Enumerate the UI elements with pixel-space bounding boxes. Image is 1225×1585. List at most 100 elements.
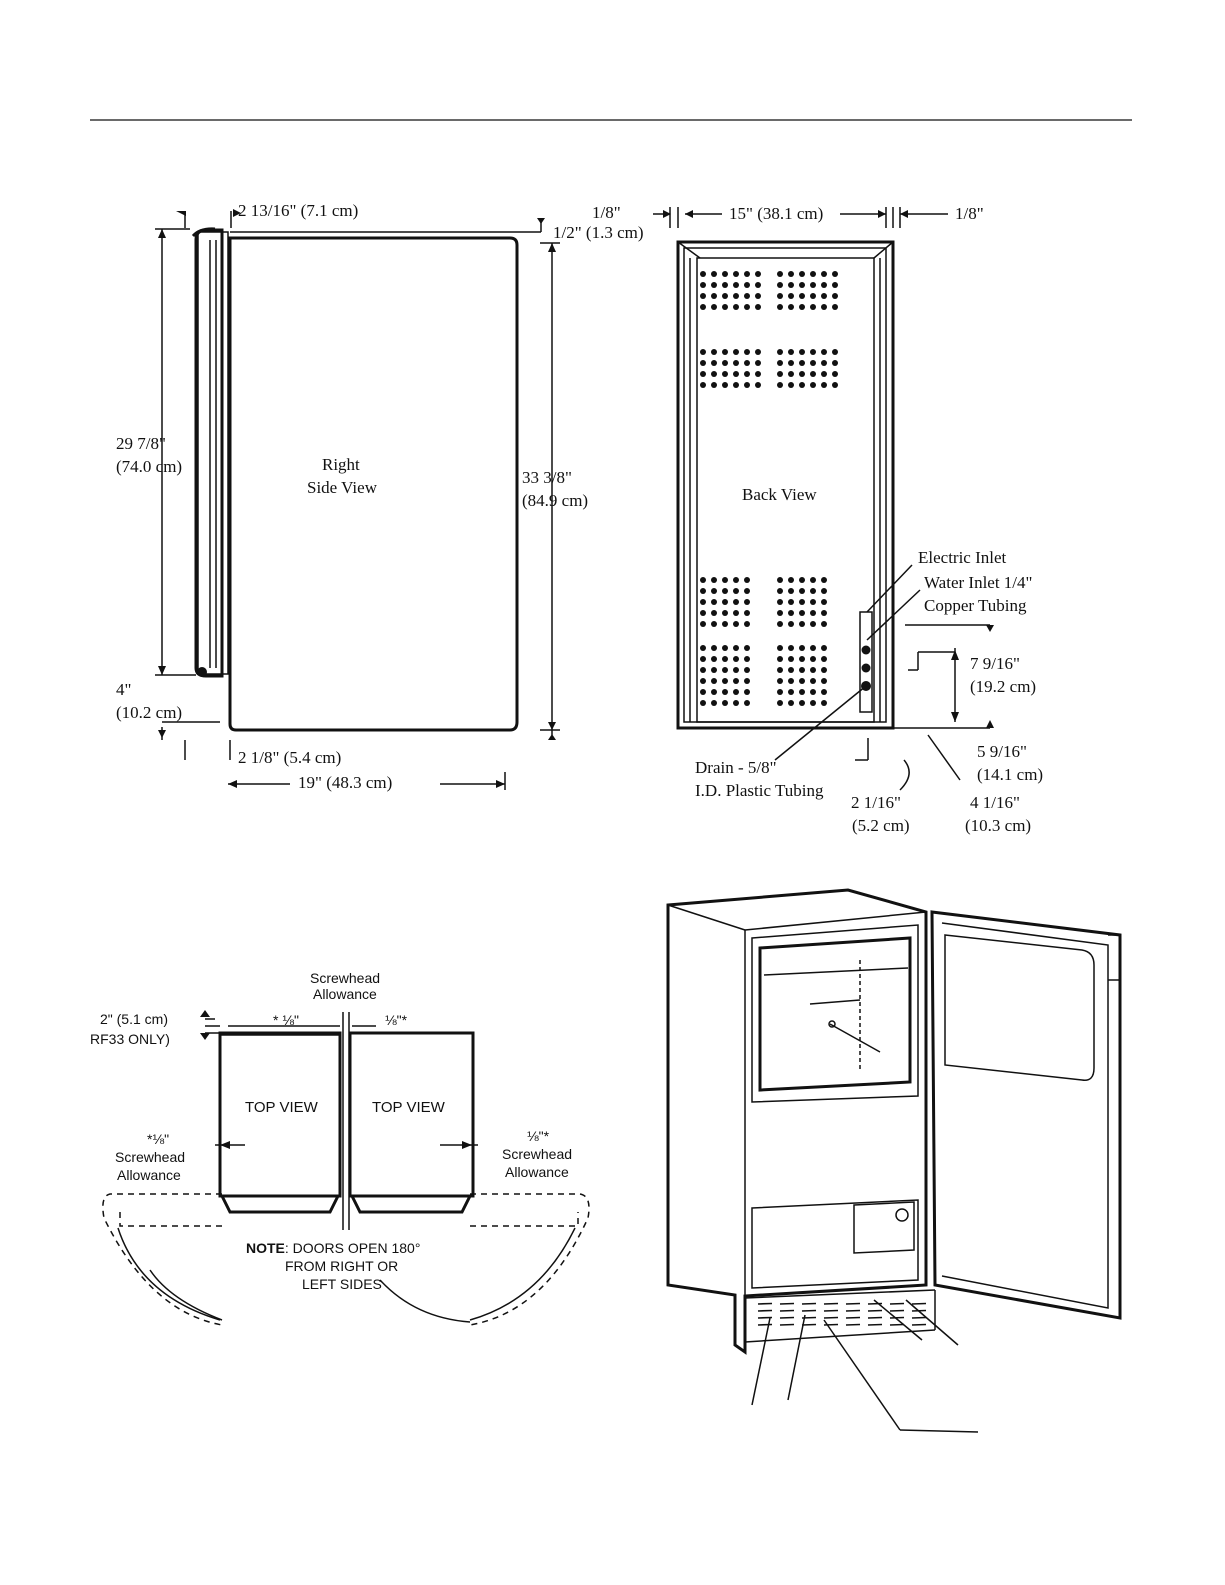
back-dim-width: 15" (38.1 cm) xyxy=(729,204,823,223)
back-dim-2-cm: (5.2 cm) xyxy=(852,816,910,835)
vent-dot xyxy=(722,656,728,662)
vent-dot xyxy=(821,360,827,366)
vent-slot xyxy=(867,1316,883,1319)
vent-dot xyxy=(744,371,750,377)
side-dim-base-in: 4" xyxy=(116,680,131,699)
vent-dot xyxy=(711,588,717,594)
vent-dot xyxy=(777,577,783,583)
vent-dot xyxy=(799,382,805,388)
vent-dot xyxy=(821,656,827,662)
vent-dot xyxy=(799,271,805,277)
vent-dot xyxy=(722,293,728,299)
vent-dot xyxy=(777,689,783,695)
vent-dot xyxy=(722,700,728,706)
vent-dot xyxy=(777,610,783,616)
vent-dot xyxy=(821,667,827,673)
back-dim-7-in: 7 9/16" xyxy=(970,654,1020,673)
note-line1: : DOORS OPEN 180° xyxy=(285,1240,421,1256)
vent-dot xyxy=(700,304,706,310)
vent-dot xyxy=(777,667,783,673)
vent-dot xyxy=(722,282,728,288)
vent-dot xyxy=(744,271,750,277)
vent-dot xyxy=(733,349,739,355)
vent-dot xyxy=(711,667,717,673)
vent-dot xyxy=(711,678,717,684)
left-allow-3: Allowance xyxy=(117,1167,181,1183)
vent-dot xyxy=(788,610,794,616)
vent-dot xyxy=(733,678,739,684)
vent-dot xyxy=(722,621,728,627)
back-vent-dots xyxy=(700,271,838,706)
vent-dot xyxy=(733,610,739,616)
vent-dot xyxy=(744,678,750,684)
vent-slot xyxy=(889,1309,905,1312)
vent-dot xyxy=(700,700,706,706)
side-view-door xyxy=(197,231,229,675)
vent-dot xyxy=(810,656,816,662)
vent-dot xyxy=(810,599,816,605)
electric-inlet-label: Electric Inlet xyxy=(918,548,1007,567)
back-dim-2-in: 2 1/16" xyxy=(851,793,901,812)
vent-dot xyxy=(799,667,805,673)
vent-dot xyxy=(832,271,838,277)
vent-dot xyxy=(832,382,838,388)
vent-dot xyxy=(733,282,739,288)
vent-dot xyxy=(700,667,706,673)
vent-slot xyxy=(757,1302,773,1305)
side-view-title-1: Right xyxy=(322,455,360,474)
vent-dot xyxy=(799,599,805,605)
vent-dot xyxy=(733,371,739,377)
vent-dot xyxy=(810,282,816,288)
drain-label-2: I.D. Plastic Tubing xyxy=(695,781,824,800)
top-gap-left: * ⅛" xyxy=(273,1012,299,1028)
vent-dot xyxy=(744,588,750,594)
top-gap-right: ⅛"* xyxy=(385,1012,408,1028)
vent-slot xyxy=(889,1323,905,1326)
vent-dot xyxy=(777,645,783,651)
vent-dot xyxy=(788,360,794,366)
vent-dot xyxy=(799,588,805,594)
vent-slot xyxy=(911,1316,927,1319)
vent-dot xyxy=(711,577,717,583)
top-view-left-label: TOP VIEW xyxy=(245,1099,319,1116)
vent-dot xyxy=(799,656,805,662)
vent-dot xyxy=(711,304,717,310)
vent-dot xyxy=(821,621,827,627)
vent-dot xyxy=(711,382,717,388)
vent-dot xyxy=(777,599,783,605)
vent-dot xyxy=(788,293,794,299)
vent-slot xyxy=(845,1309,861,1312)
vent-dot xyxy=(799,349,805,355)
vent-dot xyxy=(777,700,783,706)
back-dim-5-cm: (14.1 cm) xyxy=(977,765,1043,784)
top-view: Screwhead Allowance 2" (5.1 cm) RF33 ONL… xyxy=(90,970,590,1326)
vent-dot xyxy=(711,349,717,355)
vent-slot xyxy=(911,1323,927,1326)
back-view: 1/8" 15" (38.1 cm) 1/8" Back View Electr… xyxy=(592,203,1043,835)
side-dim-toe: 2 1/8" (5.4 cm) xyxy=(238,748,341,767)
vent-dot xyxy=(733,293,739,299)
side-dim-total-in: 33 3/8" xyxy=(522,468,572,487)
vent-dot xyxy=(711,645,717,651)
vent-dot xyxy=(799,371,805,377)
vent-dot xyxy=(711,689,717,695)
vent-dot xyxy=(722,382,728,388)
vent-dot xyxy=(821,588,827,594)
vent-slot xyxy=(757,1323,773,1326)
vent-dot xyxy=(810,678,816,684)
back-dim-right-gap: 1/8" xyxy=(955,204,984,223)
vent-dot xyxy=(755,371,761,377)
vent-dot xyxy=(733,700,739,706)
side-dim-base-cm: (10.2 cm) xyxy=(116,703,182,722)
svg-text:NOTE: DOORS OPEN 180°: NOTE: DOORS OPEN 180° xyxy=(246,1240,420,1256)
vent-dot xyxy=(777,282,783,288)
side-dim-height-in: 29 7/8" xyxy=(116,434,166,453)
vent-dot xyxy=(777,382,783,388)
vent-slot xyxy=(823,1302,839,1305)
vent-dot xyxy=(832,293,838,299)
vent-dot xyxy=(744,599,750,605)
vent-dot xyxy=(744,621,750,627)
vent-slot xyxy=(779,1302,795,1305)
vent-dot xyxy=(733,689,739,695)
